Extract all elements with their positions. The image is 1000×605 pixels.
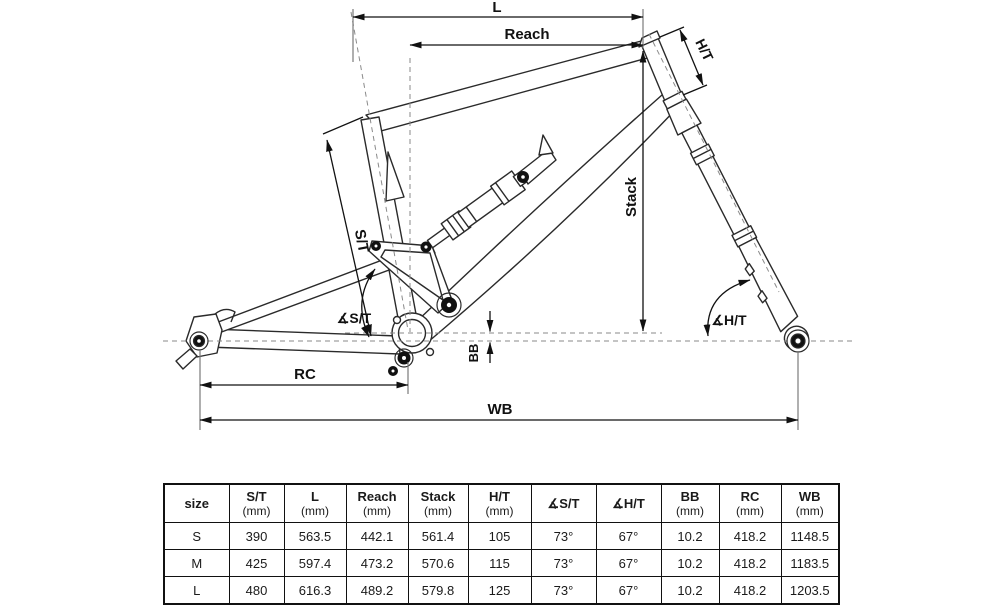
construction-lines xyxy=(163,11,852,342)
dim-st: S/T xyxy=(322,116,372,337)
pivot-bolts xyxy=(371,171,529,376)
col-header-wb: WB(mm) xyxy=(780,483,840,523)
dim-stack: Stack xyxy=(623,50,647,332)
head-tube xyxy=(638,30,682,102)
cell: 115 xyxy=(467,549,532,577)
cell: 418.2 xyxy=(718,576,782,605)
cell: 105 xyxy=(467,522,532,550)
col-header-angle-ht: ∡H/T xyxy=(595,483,662,523)
front-axle xyxy=(786,329,810,353)
cell: M xyxy=(163,549,230,577)
frame-drawing xyxy=(175,30,810,370)
col-header-bb: BB(mm) xyxy=(660,483,720,523)
dim-wb-label: WB xyxy=(488,401,513,418)
table-header-row: size S/T(mm) L(mm) Reach(mm) Stack(mm) H… xyxy=(163,483,840,523)
table-row-size-s: S 390 563.5 442.1 561.4 105 73° 67° 10.2… xyxy=(163,522,840,550)
cell: 418.2 xyxy=(718,522,782,550)
brake-tab xyxy=(757,290,768,304)
cell: 67° xyxy=(595,549,662,577)
cell: S xyxy=(163,522,230,550)
dim-angle-ht: ∡H/T xyxy=(703,279,751,337)
col-header-rc: RC(mm) xyxy=(718,483,782,523)
dimensions: L Reach H/T Stack S/T ∡S/T ∡H/T xyxy=(199,0,799,424)
extension-lines xyxy=(199,9,799,430)
top-tube xyxy=(365,39,652,132)
dim-stack-label: Stack xyxy=(623,176,640,217)
cell: 10.2 xyxy=(660,549,720,577)
col-header-angle-st: ∡S/T xyxy=(530,483,597,523)
dim-angle-st-label: ∡S/T xyxy=(337,310,372,326)
cell: 10.2 xyxy=(660,522,720,550)
geometry-table: size S/T(mm) L(mm) Reach(mm) Stack(mm) H… xyxy=(163,483,840,605)
dim-bb: BB xyxy=(466,311,494,363)
cell: 570.6 xyxy=(407,549,469,577)
shock-mount-bracket xyxy=(520,134,557,185)
dim-wb: WB xyxy=(199,401,799,424)
cell: 561.4 xyxy=(407,522,469,550)
cell: 1183.5 xyxy=(780,549,840,577)
dim-angle-st: ∡S/T xyxy=(337,268,376,338)
col-header-reach: Reach(mm) xyxy=(345,483,409,523)
dim-reach-label: Reach xyxy=(504,26,549,43)
dim-rc-label: RC xyxy=(294,366,316,383)
dim-ht-label: H/T xyxy=(692,36,716,64)
bike-geometry-diagram: L Reach H/T Stack S/T ∡S/T ∡H/T xyxy=(163,0,852,430)
col-header-size: size xyxy=(163,483,230,523)
steerer-axis xyxy=(648,33,780,293)
dim-l-label: L xyxy=(492,0,501,16)
cell: 473.2 xyxy=(345,549,409,577)
dim-rc: RC xyxy=(199,366,409,389)
col-header-stack: Stack(mm) xyxy=(407,483,469,523)
cell: 597.4 xyxy=(283,549,347,577)
fork xyxy=(662,90,810,351)
cell: 390 xyxy=(228,522,285,550)
dim-reach: Reach xyxy=(409,26,644,49)
rear-axle xyxy=(189,331,209,351)
cell: 73° xyxy=(530,522,597,550)
dim-st-label: S/T xyxy=(351,228,372,254)
cell: 442.1 xyxy=(345,522,409,550)
cell: 1148.5 xyxy=(780,522,840,550)
col-header-ht: H/T(mm) xyxy=(467,483,532,523)
cell: 67° xyxy=(595,522,662,550)
col-header-l: L(mm) xyxy=(283,483,347,523)
cell: 563.5 xyxy=(283,522,347,550)
cell: 73° xyxy=(530,549,597,577)
brake-tab xyxy=(744,262,755,277)
dim-bb-label: BB xyxy=(466,344,481,363)
dim-angle-ht-label: ∡H/T xyxy=(711,312,747,328)
cell: 425 xyxy=(228,549,285,577)
cell: 418.2 xyxy=(718,549,782,577)
dim-l: L xyxy=(352,0,644,21)
table-row-size-m: M 425 597.4 473.2 570.6 115 73° 67° 10.2… xyxy=(163,549,840,577)
col-header-st: S/T(mm) xyxy=(228,483,285,523)
